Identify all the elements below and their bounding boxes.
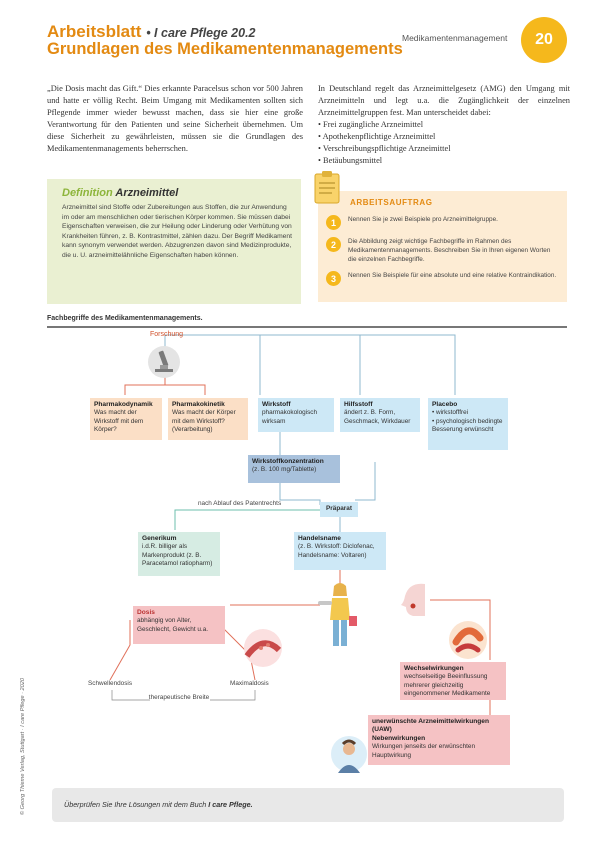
- pharmakodynamik-box: Pharmakodynamik Was macht der Wirkstoff …: [90, 398, 162, 440]
- box-text: (z. B. 100 mg/Tablette): [252, 466, 317, 474]
- diagram-title: Fachbegriffe des Medikamentenmanagements…: [47, 315, 203, 322]
- task-text: Die Abbildung zeigt wichtige Fachbegriff…: [348, 238, 551, 263]
- task-box: ARBEITSAUFTRAG 1 Nennen Sie je zwei Beis…: [318, 191, 567, 302]
- box-subtitle: Nebenwirkungen: [372, 734, 426, 742]
- box-title: Dosis: [137, 609, 155, 616]
- konzentration-box: Wirkstoffkonzentration (z. B. 100 mg/Tab…: [248, 455, 340, 483]
- footer-prefix: Überprüfen Sie Ihre Lösungen mit dem Buc…: [64, 800, 207, 809]
- box-title: Hilfsstoff: [344, 401, 373, 408]
- list-item: • wirkstofffrei: [432, 409, 469, 417]
- list-item-text: psychologisch bedingte Besserung erwünsc…: [432, 417, 503, 434]
- task-heading: ARBEITSAUFTRAG: [350, 198, 433, 207]
- pill-capsule-icon: [449, 621, 487, 659]
- intro-left-text: „Die Dosis macht das Gift.“ Dies erkannt…: [47, 84, 303, 153]
- forschung-label: Forschung: [150, 331, 184, 338]
- uaw-box: unerwünschte Arzneimittelwirkungen (UAW)…: [368, 715, 510, 765]
- wirkstoff-box: Wirkstoff pharmakokologisch wirksam: [258, 398, 334, 432]
- definition-heading: Definition Arzneimittel: [62, 187, 178, 199]
- worksheet-label: Arbeitsblatt • I care Pflege 20.2: [47, 22, 256, 42]
- task-text: Nennen Sie je zwei Beispiele pro Arzneim…: [348, 216, 498, 223]
- dosis-box: Dosis abhängig von Alter, Geschlecht, Ge…: [133, 606, 225, 644]
- box-title: Wirkstoffkonzentration: [252, 458, 324, 465]
- intro-right-text: In Deutschland regelt das Arzneimittelge…: [318, 84, 570, 117]
- task-number: 1: [326, 215, 341, 230]
- box-title: unerwünschte Arzneimittelwirkungen (UAW): [372, 718, 489, 734]
- definition-term: Arzneimittel: [115, 187, 179, 199]
- footer-text: Überprüfen Sie Ihre Lösungen mit dem Buc…: [64, 800, 253, 809]
- pharmakokinetik-box: Pharmakokinetik Was macht der Körper mit…: [168, 398, 248, 440]
- box-title: Wirkstoff: [262, 401, 291, 408]
- man-figure-icon: [331, 736, 367, 773]
- list-item: Verschreibungspflichtige Arzneimittel: [318, 143, 570, 155]
- wechselwirkungen-box: Wechselwirkungen wechselseitige Beeinflu…: [400, 662, 506, 700]
- box-title: Wechselwirkungen: [404, 665, 464, 672]
- task-number: 3: [326, 271, 341, 286]
- box-title: Placebo: [432, 401, 458, 408]
- chapter-topic: Medikamentenmanagement: [402, 33, 508, 43]
- footer-note: Überprüfen Sie Ihre Lösungen mit dem Buc…: [52, 788, 564, 822]
- box-text: i.d.R. billiger als Markenprodukt (z. B.…: [142, 543, 213, 568]
- page-title: Grundlagen des Medikamentenmanagements: [47, 40, 403, 58]
- head-profile-icon: [401, 583, 425, 616]
- list-item: Frei zugängliche Arzneimittel: [318, 119, 570, 131]
- task-number: 2: [326, 237, 341, 252]
- box-text: Was macht der Körper mit dem Wirkstoff? …: [172, 409, 236, 434]
- microscope-icon: [148, 346, 180, 378]
- patent-label: nach Ablauf des Patentrechts: [198, 500, 282, 507]
- worksheet-word: Arbeitsblatt: [47, 22, 142, 41]
- list-item: • psychologisch bedingte Besserung erwün…: [432, 417, 503, 434]
- box-title: Handelsname: [298, 535, 341, 542]
- box-text: Wirkungen jenseits der erwünschten Haupt…: [372, 743, 476, 759]
- schwellendosis-label: Schwellendosis: [88, 680, 133, 687]
- box-text: abhängig von Alter, Geschlecht, Gewicht …: [137, 617, 209, 633]
- footer-book: I care Pflege.: [208, 800, 253, 809]
- placebo-box: Placebo • wirkstofffrei • psychologisch …: [428, 398, 508, 450]
- definition-keyword: Definition: [62, 187, 113, 199]
- box-text: (z. B. Wirkstoff: Diclofenac, Handelsnam…: [298, 543, 375, 559]
- drug-group-list: Frei zugängliche Arzneimittel Apothekenp…: [318, 119, 570, 167]
- list-item: Betäubungsmittel: [318, 155, 570, 167]
- list-item-text: wirkstofffrei: [436, 409, 469, 417]
- series-label: • I care Pflege 20.2: [146, 26, 256, 40]
- handelsname-box: Handelsname (z. B. Wirkstoff: Diclofenac…: [294, 532, 386, 570]
- praeparat-box: Präparat: [320, 502, 358, 517]
- chapter-number-badge: 20: [521, 17, 567, 63]
- box-text: ändert z. B. Form, Geschmack, Wirkdauer: [344, 409, 411, 425]
- generikum-box: Generikum i.d.R. billiger als Markenprod…: [138, 532, 220, 576]
- box-title: Generikum: [142, 535, 177, 542]
- woman-figure-icon: [318, 583, 357, 646]
- blood-vessel-icon: [244, 629, 282, 667]
- maximaldosis-label: Maximaldosis: [230, 680, 269, 687]
- box-text: pharmakokologisch wirksam: [262, 409, 318, 425]
- task-text: Nennen Sie Beispiele für eine absolute u…: [348, 272, 557, 279]
- hilfsstoff-box: Hilfsstoff ändert z. B. Form, Geschmack,…: [340, 398, 420, 432]
- definition-text: Arzneimittel sind Stoffe oder Zubereitun…: [62, 204, 292, 259]
- box-title: Pharmakodynamik: [94, 401, 153, 408]
- box-text: Was macht der Wirkstoff mit dem Körper?: [94, 409, 144, 434]
- therapeutische-breite-label: therapeutische Breite: [148, 694, 210, 701]
- box-title: Pharmakokinetik: [172, 401, 225, 408]
- clipboard-icon: [314, 171, 340, 204]
- copyright: © Georg Thieme Verlag, Stuttgart · I car…: [20, 678, 26, 815]
- list-item: Apothekenpflichtige Arzneimittel: [318, 131, 570, 143]
- box-text: wechselseitige Beeinflussung mehrerer gl…: [404, 673, 491, 698]
- definition-box: Definition Arzneimittel Arzneimittel sin…: [47, 179, 301, 304]
- intro-right: In Deutschland regelt das Arzneimittelge…: [318, 83, 570, 167]
- divider: [47, 326, 567, 328]
